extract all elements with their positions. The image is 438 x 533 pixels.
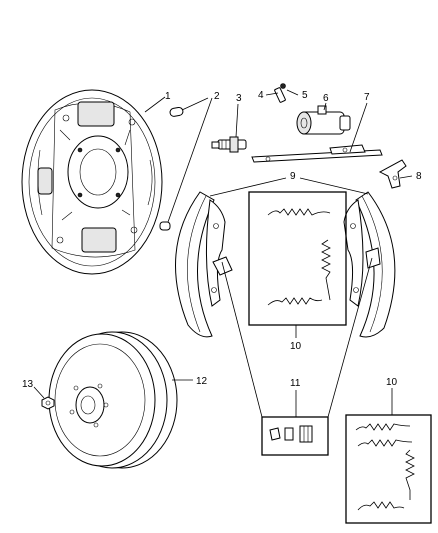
adjuster bbox=[211, 136, 247, 153]
callout-6: 6 bbox=[323, 93, 329, 104]
parking-brake-strut bbox=[251, 144, 383, 163]
callout-10-lower: 10 bbox=[386, 377, 398, 388]
callout-4: 4 bbox=[258, 90, 264, 101]
plug-parts bbox=[159, 106, 184, 231]
callout-10-upper: 10 bbox=[290, 341, 302, 352]
holddown-kit-box bbox=[261, 416, 329, 456]
backing-plate bbox=[21, 89, 163, 275]
callout-1: 1 bbox=[165, 91, 171, 102]
leader-lines bbox=[33, 89, 413, 418]
callout-12: 12 bbox=[196, 376, 208, 387]
callout-5: 5 bbox=[302, 90, 308, 101]
lug-nut bbox=[41, 396, 55, 410]
lever bbox=[378, 159, 407, 189]
callout-13: 13 bbox=[22, 379, 34, 390]
wheel-cylinder bbox=[296, 105, 351, 135]
spring-kit-box-lower bbox=[345, 414, 432, 524]
bleeder-screw bbox=[274, 83, 286, 103]
brake-drum bbox=[48, 331, 178, 469]
callout-9: 9 bbox=[290, 171, 296, 182]
spring-kit-box-upper bbox=[248, 191, 347, 326]
callout-7: 7 bbox=[364, 92, 370, 103]
callout-3: 3 bbox=[236, 93, 242, 104]
callout-numbers: 1 2 3 4 5 6 7 8 9 10 11 10 12 13 bbox=[22, 90, 422, 390]
callout-2: 2 bbox=[214, 91, 220, 102]
callout-8: 8 bbox=[416, 171, 422, 182]
callout-11: 11 bbox=[290, 378, 301, 389]
brake-shoe-right bbox=[343, 191, 396, 338]
brake-shoe-left bbox=[175, 191, 233, 338]
